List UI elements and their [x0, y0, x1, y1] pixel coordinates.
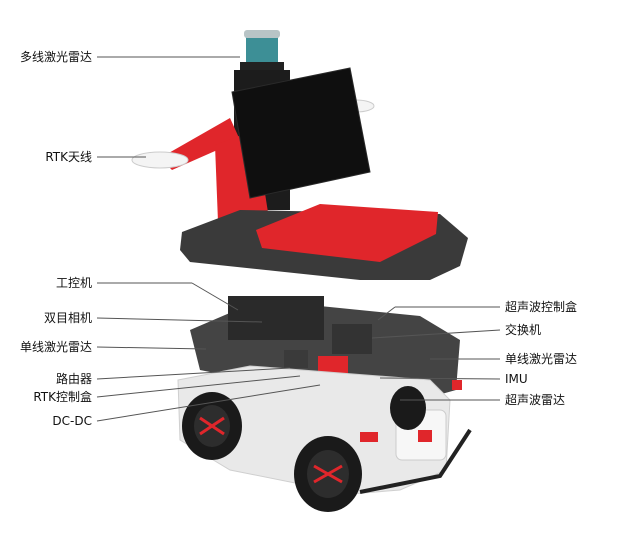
rtk-antenna-plate [131, 151, 189, 169]
rear-light [452, 380, 462, 390]
switch-box [332, 324, 372, 354]
display-screen [231, 67, 371, 199]
wheel-rear-right [390, 386, 426, 430]
label-industrial-pc: 工控机 [55, 276, 92, 290]
leader-lines [96, 56, 501, 422]
lidar-sensor [240, 30, 284, 72]
label-router: 路由器 [55, 372, 92, 386]
wheel-front-left [294, 436, 362, 512]
label-imu: IMU [505, 372, 528, 386]
side-light [360, 432, 378, 442]
label-dc-dc: DC-DC [52, 414, 92, 428]
stereo-cam-box [284, 350, 308, 368]
label-stereo-camera: 双目相机 [43, 311, 92, 325]
label-single-line-lidar-left: 单线激光雷达 [19, 340, 92, 354]
industrial-pc-box [228, 296, 324, 340]
label-switch: 交换机 [505, 323, 542, 337]
label-ultrasonic-control-box: 超声波控制盒 [505, 300, 578, 314]
red-pad [256, 204, 438, 262]
label-single-line-lidar-right: 单线激光雷达 [505, 352, 578, 366]
label-rtk-control-box: RTK控制盒 [33, 390, 92, 404]
front-light [418, 430, 432, 442]
label-multi-line-lidar: 多线激光雷达 [19, 50, 92, 64]
bumper [359, 428, 472, 494]
label-rtk-antenna: RTK天线 [45, 150, 92, 164]
label-ultrasonic-radar: 超声波雷达 [505, 393, 566, 407]
wheel-rear-left [182, 392, 242, 460]
